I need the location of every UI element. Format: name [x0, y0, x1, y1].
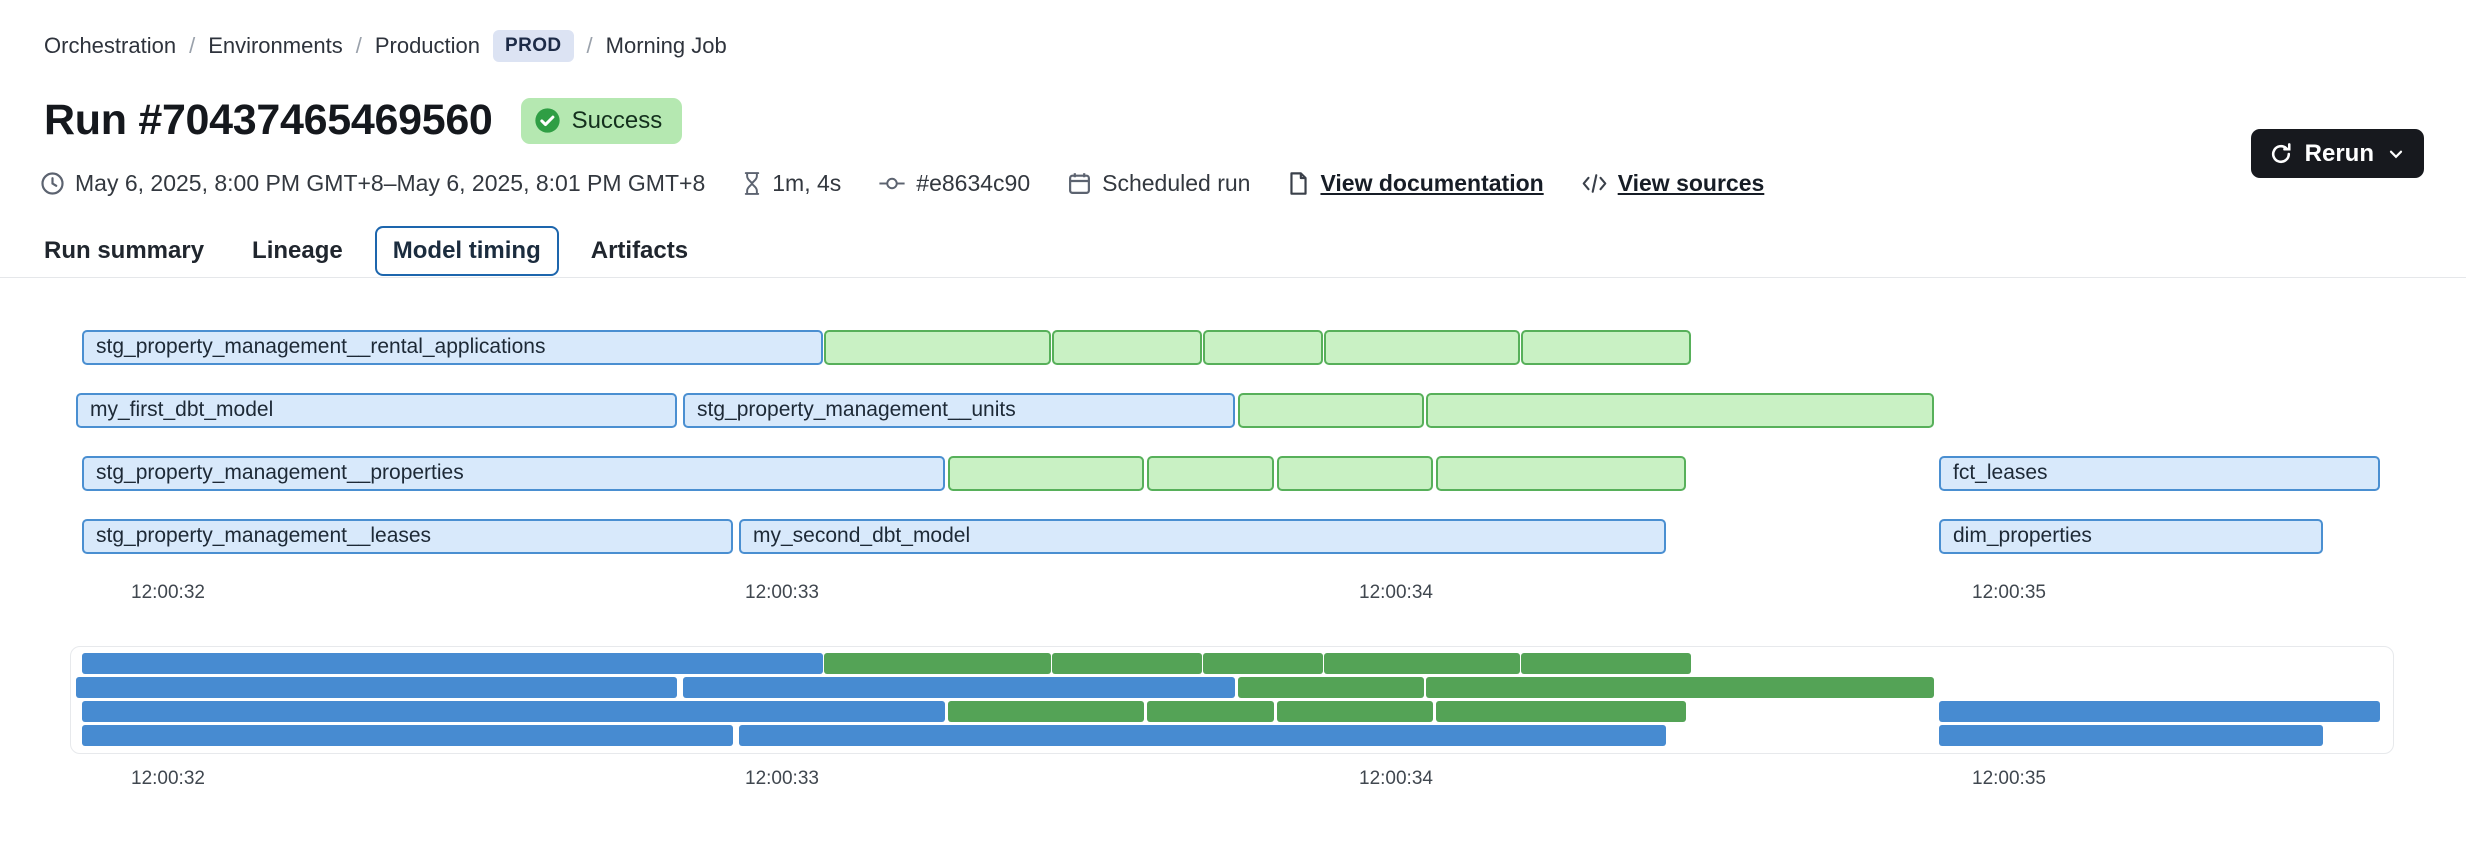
breadcrumb-separator: /: [189, 33, 196, 58]
minimap-bar: [683, 677, 1235, 698]
minimap-bar: [1238, 677, 1424, 698]
status-label: Success: [571, 106, 663, 134]
gantt-bar[interactable]: [1147, 456, 1274, 491]
gantt-bar[interactable]: [824, 330, 1051, 365]
calendar-icon: [1069, 173, 1091, 194]
axis-tick-label: 12:00:33: [745, 582, 819, 603]
axis-tick-label: 12:00:34: [1359, 768, 1433, 789]
minimap-bar: [739, 725, 1666, 746]
minimap-bar: [1939, 701, 2380, 722]
gantt-bar[interactable]: my_first_dbt_model: [76, 393, 677, 428]
status-badge: Success: [520, 97, 683, 144]
gantt-bar[interactable]: stg_property_management__units: [683, 393, 1235, 428]
gantt-bar[interactable]: stg_property_management__rental_applicat…: [82, 330, 823, 365]
minimap-bar: [948, 701, 1144, 722]
rerun-icon: [2271, 142, 2291, 163]
minimap-bar: [82, 701, 945, 722]
chevron-down-icon: [2389, 150, 2403, 158]
minimap-bar: [1939, 725, 2323, 746]
gantt-bar[interactable]: [1426, 393, 1934, 428]
breadcrumb-orchestration[interactable]: Orchestration: [44, 33, 177, 58]
minimap-bar: [1426, 677, 1934, 698]
timeline-minimap[interactable]: 12:00:32 12:00:33 12:00:34 12:00:35: [0, 646, 2466, 813]
axis-tick-label: 12:00:35: [1972, 582, 2046, 603]
gantt-bar[interactable]: [1521, 330, 1691, 365]
gantt-bar-label: fct_leases: [1953, 461, 2048, 484]
gantt-bar[interactable]: [1324, 330, 1520, 365]
minimap-bar: [1521, 653, 1691, 674]
axis-tick-label: 12:00:33: [745, 768, 819, 789]
commit-hash: #e8634c90: [878, 170, 1030, 197]
run-time-range: May 6, 2025, 8:00 PM GMT+8–May 6, 2025, …: [40, 170, 705, 197]
view-sources-link[interactable]: View sources: [1581, 170, 1764, 197]
gantt-bar[interactable]: [1052, 330, 1202, 365]
commit-icon: [879, 177, 905, 190]
env-badge: PROD: [493, 30, 574, 62]
gantt-bar[interactable]: [948, 456, 1144, 491]
hourglass-icon: [745, 172, 760, 195]
minimap-bar: [824, 653, 1051, 674]
gantt-bar-label: my_second_dbt_model: [753, 524, 971, 547]
breadcrumb-environments[interactable]: Environments: [208, 33, 343, 58]
breadcrumb: Orchestration / Environments / Productio…: [44, 30, 727, 62]
axis-tick-label: 12:00:35: [1972, 768, 2046, 789]
gantt-bar[interactable]: stg_property_management__properties: [82, 456, 945, 491]
axis-tick-label: 12:00:32: [131, 582, 205, 603]
axis-tick-label: 12:00:34: [1359, 582, 1433, 603]
check-icon: [534, 108, 560, 133]
minimap-bar: [82, 653, 823, 674]
tab-bar: Run summary Lineage Model timing Artifac…: [44, 226, 688, 276]
gantt-bar-label: stg_property_management__properties: [96, 461, 464, 484]
gantt-bar-label: dim_properties: [1953, 524, 2092, 547]
minimap-bar: [1203, 653, 1323, 674]
trigger-type: Scheduled run: [1067, 170, 1250, 197]
run-duration: 1m, 4s: [742, 170, 841, 197]
breadcrumb-job[interactable]: Morning Job: [605, 33, 727, 58]
view-documentation-link[interactable]: View documentation: [1287, 170, 1544, 197]
title-row: Run #70437465469560 Success: [44, 96, 683, 145]
rerun-button[interactable]: Rerun: [2250, 129, 2424, 178]
minimap-bar: [1277, 701, 1433, 722]
gantt-bar-label: stg_property_management__units: [697, 398, 1016, 421]
gantt-bar[interactable]: stg_property_management__leases: [82, 519, 733, 554]
rerun-label: Rerun: [2304, 139, 2374, 167]
tab-model-timing[interactable]: Model timing: [374, 226, 559, 276]
document-icon: [1290, 172, 1308, 195]
axis-tick-label: 12:00:32: [131, 768, 205, 789]
code-icon: [1582, 174, 1607, 193]
tab-artifacts[interactable]: Artifacts: [590, 237, 689, 264]
tab-lineage[interactable]: Lineage: [252, 237, 343, 264]
gantt-bar[interactable]: [1436, 456, 1686, 491]
minimap-bar: [1324, 653, 1520, 674]
breadcrumb-separator: /: [355, 33, 362, 58]
minimap-bar: [1436, 701, 1686, 722]
tab-divider: [0, 277, 2466, 278]
gantt-bar[interactable]: fct_leases: [1939, 456, 2380, 491]
minimap-bar: [76, 677, 677, 698]
gantt-bar-label: my_first_dbt_model: [90, 398, 274, 421]
gantt-bar[interactable]: [1277, 456, 1433, 491]
minimap-bar: [82, 725, 733, 746]
gantt-bar[interactable]: dim_properties: [1939, 519, 2323, 554]
tab-run-summary[interactable]: Run summary: [44, 237, 205, 264]
gantt-bar-label: stg_property_management__rental_applicat…: [96, 335, 546, 358]
gantt-bar[interactable]: [1238, 393, 1424, 428]
breadcrumb-production[interactable]: Production: [374, 33, 481, 58]
model-timing-chart: stg_property_management__rental_applicat…: [0, 330, 2466, 620]
breadcrumb-separator: /: [586, 33, 593, 58]
page-title: Run #70437465469560: [44, 96, 493, 144]
run-metadata: May 6, 2025, 8:00 PM GMT+8–May 6, 2025, …: [40, 170, 1764, 197]
clock-icon: [41, 172, 64, 195]
gantt-bar[interactable]: my_second_dbt_model: [739, 519, 1666, 554]
gantt-bar[interactable]: [1203, 330, 1323, 365]
gantt-bar-label: stg_property_management__leases: [96, 524, 432, 547]
minimap-bar: [1147, 701, 1274, 722]
minimap-bar: [1052, 653, 1202, 674]
